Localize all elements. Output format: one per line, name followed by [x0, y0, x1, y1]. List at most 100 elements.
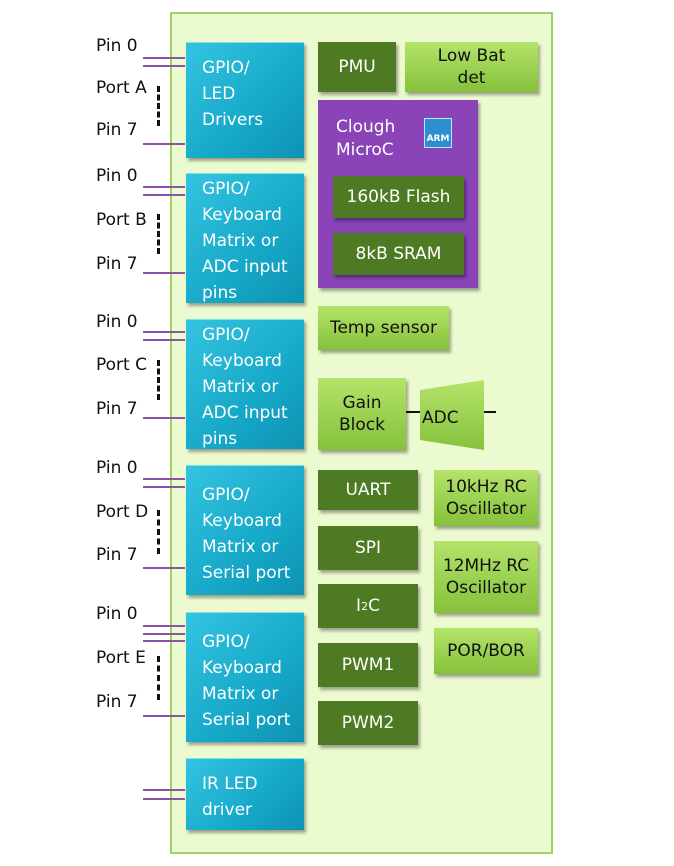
gpio-d-line4: Serial port: [202, 563, 291, 583]
gpio-block-c: GPIO/ Keyboard Matrix or ADC input pins: [186, 319, 304, 449]
port-a-label: Port A: [96, 78, 147, 98]
port-c-pin0-label: Pin 0: [96, 312, 138, 332]
port-e-label: Port E: [96, 648, 146, 668]
port-c-pin7-label: Pin 7: [96, 399, 138, 419]
i2c-rest: C: [368, 596, 380, 616]
port-b-pin-line: [143, 272, 185, 274]
port-b-pin0-label: Pin 0: [96, 166, 138, 186]
port-a-pin-line: [143, 57, 185, 59]
port-c-pin-line: [143, 339, 185, 341]
port-a-pin7-label: Pin 7: [96, 120, 138, 140]
pmu-block: PMU: [318, 42, 396, 92]
port-d-pin0-label: Pin 0: [96, 458, 138, 478]
adc-label: ADC: [422, 408, 459, 428]
gpio-block-e: GPIO/ Keyboard Matrix or Serial port: [186, 612, 304, 742]
port-d-pin-line: [143, 478, 185, 480]
pwm2-block: PWM2: [318, 701, 418, 745]
ir-pin-line: [143, 798, 185, 800]
low-bat-line2: det: [457, 68, 486, 88]
spi-block: SPI: [318, 526, 418, 570]
osc-10khz-line2: Oscillator: [445, 499, 527, 519]
gpio-c-line2: Keyboard: [202, 351, 282, 371]
gpio-b-line2: Keyboard: [202, 205, 282, 225]
port-a-pin-line: [143, 143, 185, 145]
ir-pin-line: [143, 789, 185, 791]
osc-12mhz-block: 12MHz RC Oscillator: [434, 541, 538, 613]
port-e-pin-line: [143, 625, 185, 627]
ir-led-driver-block: IR LED driver: [186, 758, 304, 830]
port-c-pin-line: [143, 417, 185, 419]
port-b-dashes: [157, 214, 160, 254]
gpio-d-line1: GPIO/: [202, 485, 250, 505]
adc-output-wire: [484, 411, 496, 413]
arm-logo-text: ARM: [426, 134, 450, 144]
gpio-b-line1: GPIO/: [202, 179, 250, 199]
arm-logo: ARM: [424, 118, 452, 148]
port-a-pin-line: [143, 65, 185, 67]
gpio-e-line3: Matrix or: [202, 684, 279, 704]
ir-line1: IR LED: [202, 774, 258, 794]
gpio-block-d: GPIO/ Keyboard Matrix or Serial port: [186, 465, 304, 595]
gpio-e-line4: Serial port: [202, 710, 291, 730]
flash-block: 160kB Flash: [333, 176, 464, 218]
port-a-pin0-label: Pin 0: [96, 36, 138, 56]
osc-10khz-block: 10kHz RC Oscillator: [434, 470, 538, 526]
port-a-dashes: [157, 86, 160, 126]
port-e-pin7-label: Pin 7: [96, 692, 138, 712]
mcu-title-line1: Clough: [336, 117, 396, 137]
pwm1-block: PWM1: [318, 643, 418, 687]
gpio-b-line4: ADC input: [202, 257, 288, 277]
port-e-dashes: [157, 656, 160, 700]
gpio-c-line1: GPIO/: [202, 325, 250, 345]
port-b-label: Port B: [96, 210, 147, 230]
gain-line2: Block: [339, 415, 385, 435]
port-e-pin-line: [143, 640, 185, 642]
gpio-c-line5: pins: [202, 429, 238, 449]
i2c-sup: 2: [361, 599, 369, 613]
gpio-a-line2: LED: [202, 84, 236, 104]
gpio-a-line1: GPIO/: [202, 58, 250, 78]
gpio-b-line5: pins: [202, 283, 238, 303]
temp-sensor-block: Temp sensor: [318, 306, 449, 350]
gpio-d-line3: Matrix or: [202, 537, 279, 557]
uart-block: UART: [318, 470, 418, 510]
gpio-e-line2: Keyboard: [202, 658, 282, 678]
sram-block: 8kB SRAM: [333, 233, 464, 275]
gpio-block-a: GPIO/ LED Drivers: [186, 42, 304, 158]
gpio-c-line3: Matrix or: [202, 377, 279, 397]
port-d-dashes: [157, 510, 160, 554]
gpio-d-line2: Keyboard: [202, 511, 282, 531]
por-bor-block: POR/BOR: [434, 628, 538, 674]
port-e-pin-line: [143, 633, 185, 635]
port-c-label: Port C: [96, 355, 147, 375]
gpio-a-line3: Drivers: [202, 110, 264, 130]
port-b-pin-line: [143, 194, 185, 196]
port-c-dashes: [157, 360, 160, 400]
gpio-block-b: GPIO/ Keyboard Matrix or ADC input pins: [186, 173, 304, 303]
port-d-label: Port D: [96, 502, 149, 522]
gain-block: Gain Block: [318, 378, 406, 450]
port-d-pin7-label: Pin 7: [96, 545, 138, 565]
gain-line1: Gain: [342, 393, 382, 413]
gpio-b-line3: Matrix or: [202, 231, 279, 251]
gain-to-adc-wire: [406, 411, 420, 413]
osc-10khz-line1: 10kHz RC: [445, 477, 527, 497]
gpio-e-line1: GPIO/: [202, 632, 250, 652]
low-bat-line1: Low Bat: [437, 46, 506, 66]
adc-shape: [420, 380, 484, 450]
mcu-title-line2: MicroC: [336, 140, 394, 160]
port-b-pin-line: [143, 186, 185, 188]
port-d-pin-line: [143, 567, 185, 569]
osc-12mhz-line2: Oscillator: [445, 578, 527, 598]
low-bat-block: Low Bat det: [405, 42, 538, 92]
osc-12mhz-line1: 12MHz RC: [442, 556, 530, 576]
port-c-pin-line: [143, 331, 185, 333]
gpio-c-line4: ADC input: [202, 403, 288, 423]
port-e-pin-line: [143, 715, 185, 717]
port-e-pin0-label: Pin 0: [96, 604, 138, 624]
port-b-pin7-label: Pin 7: [96, 254, 138, 274]
ir-line2: driver: [202, 800, 253, 820]
i2c-base: I: [356, 596, 362, 616]
port-d-pin-line: [143, 486, 185, 488]
